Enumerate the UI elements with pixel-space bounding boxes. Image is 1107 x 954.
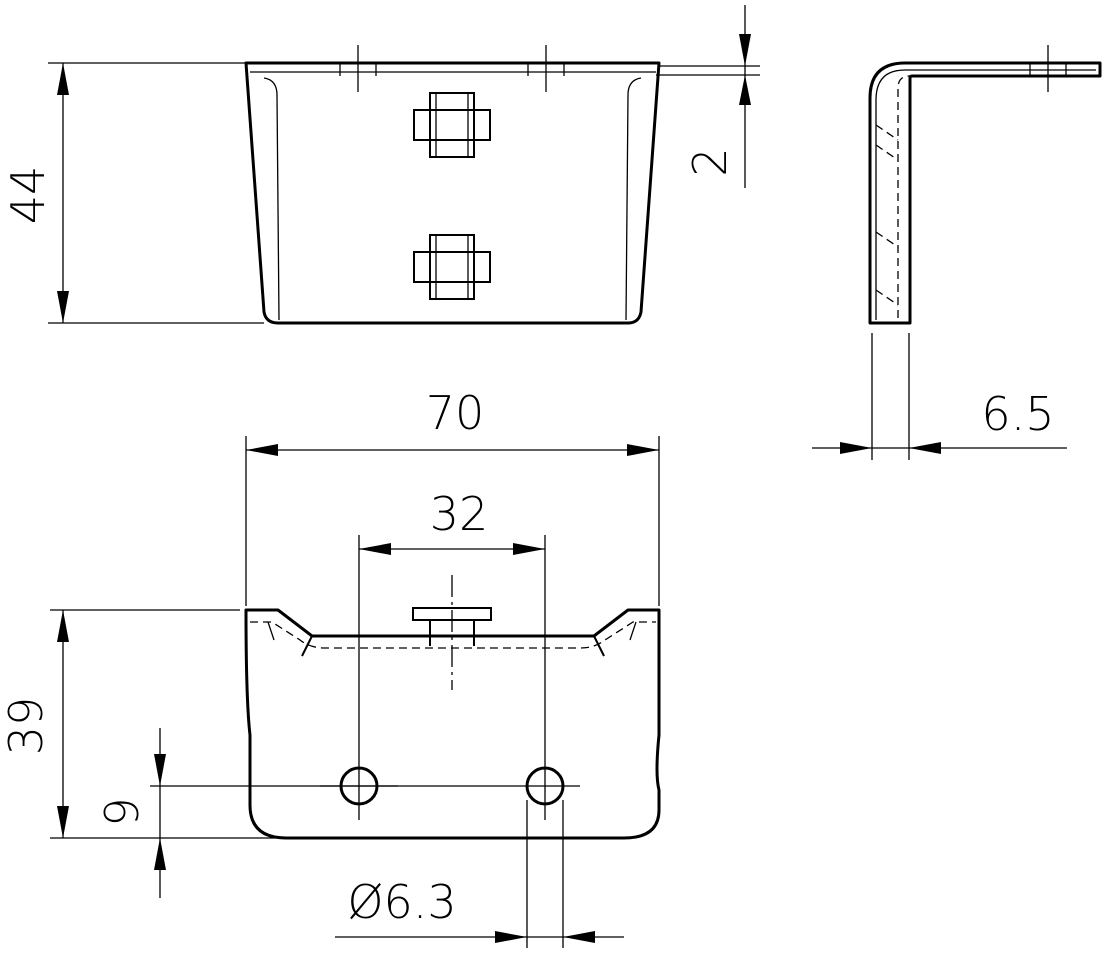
top-view: 44 2 [1, 5, 760, 325]
side-view-inner-line [875, 69, 1096, 320]
dimension-39: 39 [0, 609, 275, 839]
dimension-32: 32 [359, 487, 545, 555]
front-view-left-fold [267, 621, 275, 641]
square-boss-upper [413, 92, 491, 158]
dimension-diameter-6-3: Ø6.3 [335, 800, 624, 948]
dimension-32-label: 32 [430, 487, 489, 541]
top-view-inner-left [263, 77, 280, 321]
side-view: 6.5 [812, 45, 1102, 460]
dimension-6-5-label: 6.5 [981, 387, 1054, 441]
dimension-44-label: 44 [1, 166, 55, 225]
front-view-outline [244, 608, 661, 840]
dimension-70-label: 70 [426, 386, 485, 440]
dimension-9-label: 9 [95, 797, 149, 826]
dimension-44: 44 [1, 62, 264, 324]
top-view-outline [244, 61, 661, 325]
front-view-tab [412, 575, 492, 690]
dimension-2-label: 2 [683, 147, 737, 176]
side-view-outer-profile [868, 61, 1102, 325]
front-view-right-fold [629, 621, 637, 641]
dimension-70: 70 [245, 386, 660, 606]
top-view-inner-right [625, 77, 642, 321]
dimension-2: 2 [656, 5, 760, 188]
dimension-diameter-label: Ø6.3 [347, 875, 456, 929]
front-view-bend-tick-right [593, 635, 605, 657]
dimension-39-label: 39 [0, 697, 53, 756]
front-view: 70 32 39 9 [0, 386, 661, 948]
side-view-hidden-chamfers [875, 124, 899, 306]
front-view-bend-tick-left [301, 635, 313, 657]
dimension-9: 9 [95, 728, 166, 898]
side-view-hidden-line [897, 75, 911, 318]
dimension-6-5: 6.5 [812, 333, 1067, 460]
square-boss-lower [413, 234, 491, 300]
